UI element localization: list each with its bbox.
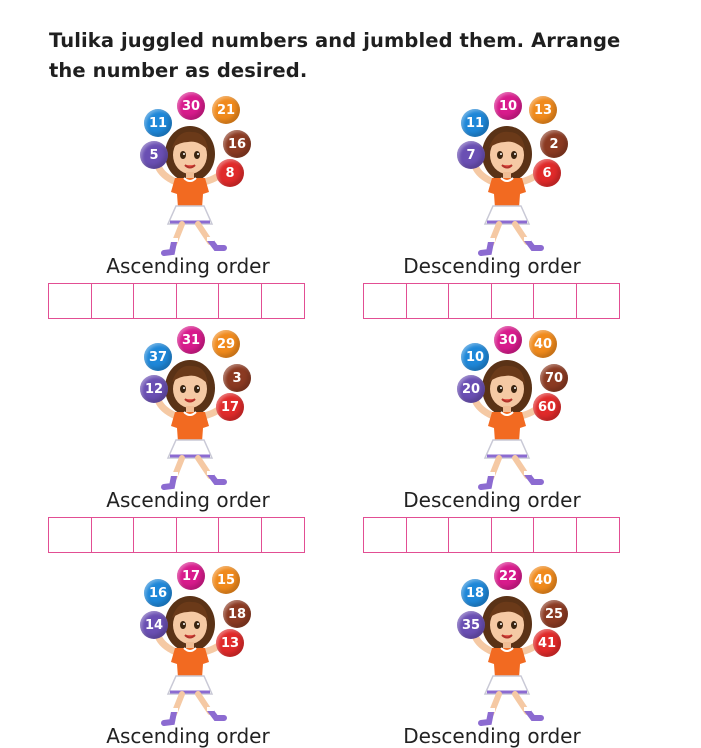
number-ball: 29 [212,330,240,358]
number-ball: 11 [144,109,172,137]
answer-box[interactable] [405,283,450,319]
answer-box[interactable] [575,283,620,319]
number-ball: 17 [177,562,205,590]
order-label: Descending order [403,254,581,278]
answer-box-row [363,283,620,319]
number-ball: 40 [529,330,557,358]
answer-box[interactable] [363,517,407,553]
number-ball: 18 [461,579,489,607]
answer-box[interactable] [490,517,535,553]
answer-box[interactable] [218,517,262,553]
answer-box-row [363,517,620,553]
number-ball: 11 [461,109,489,137]
number-ball: 16 [223,130,251,158]
number-ball: 35 [457,611,485,639]
number-ball: 3 [223,364,251,392]
answer-box[interactable] [175,517,220,553]
answer-box[interactable] [260,283,305,319]
order-label: Ascending order [106,488,270,512]
number-ball: 60 [533,393,561,421]
answer-box[interactable] [405,517,450,553]
number-ball: 10 [461,343,489,371]
answer-box[interactable] [490,283,535,319]
number-ball: 41 [533,629,561,657]
answer-box[interactable] [133,283,177,319]
number-ball: 15 [212,566,240,594]
answer-box[interactable] [90,517,135,553]
answer-box[interactable] [363,283,407,319]
order-label: Ascending order [106,724,270,748]
number-ball: 18 [223,600,251,628]
answer-box[interactable] [448,283,492,319]
number-ball: 5 [140,141,168,169]
order-label: Ascending order [106,254,270,278]
answer-box[interactable] [48,283,92,319]
number-ball: 25 [540,600,568,628]
answer-box[interactable] [533,283,577,319]
number-ball: 21 [212,96,240,124]
instruction-text: Tulika juggled numbers and jumbled them.… [49,29,621,82]
number-ball: 2 [540,130,568,158]
answer-box-row [48,517,305,553]
answer-box-row [48,283,305,319]
number-ball: 30 [494,326,522,354]
number-ball: 13 [216,629,244,657]
number-ball: 12 [140,375,168,403]
number-ball: 6 [533,159,561,187]
answer-box[interactable] [133,517,177,553]
answer-box[interactable] [260,517,305,553]
number-ball: 20 [457,375,485,403]
order-label: Descending order [403,488,581,512]
number-ball: 17 [216,393,244,421]
number-ball: 13 [529,96,557,124]
number-ball: 8 [216,159,244,187]
number-ball: 40 [529,566,557,594]
answer-box[interactable] [218,283,262,319]
answer-box[interactable] [448,517,492,553]
answer-box[interactable] [175,283,220,319]
number-ball: 70 [540,364,568,392]
number-ball: 16 [144,579,172,607]
number-ball: 30 [177,92,205,120]
number-ball: 22 [494,562,522,590]
number-ball: 31 [177,326,205,354]
answer-box[interactable] [48,517,92,553]
order-label: Descending order [403,724,581,748]
answer-box[interactable] [90,283,135,319]
number-ball: 10 [494,92,522,120]
answer-box[interactable] [533,517,577,553]
answer-box[interactable] [575,517,620,553]
number-ball: 7 [457,141,485,169]
number-ball: 37 [144,343,172,371]
number-ball: 14 [140,611,168,639]
